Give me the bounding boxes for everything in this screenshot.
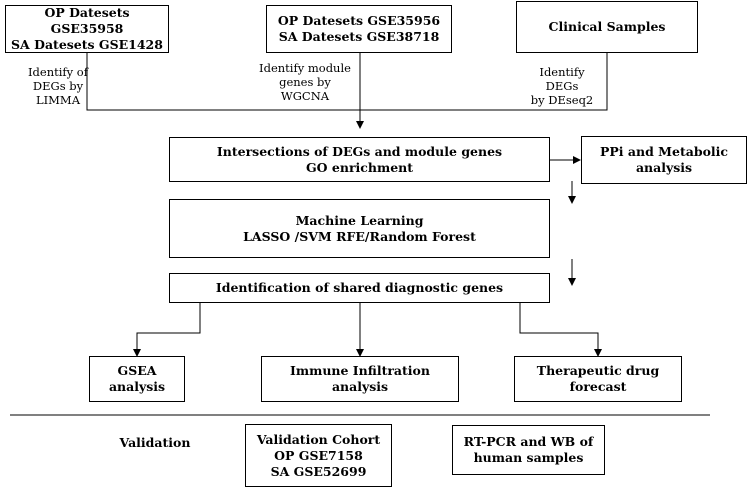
connector-to-drug xyxy=(519,303,602,357)
clinical-samples-box: Clinical Samples xyxy=(516,1,698,53)
connector-to-gsea xyxy=(133,303,201,357)
op-sa-datasets-box-2: OP Datesets GSE35956 SA Datesets GSE3871… xyxy=(266,5,452,53)
op-sa-datasets-box-1: OP Datesets GSE35958 SA Datesets GSE1428 xyxy=(5,5,169,53)
ppi-metabolic-box: PPi and Metabolic analysis xyxy=(581,136,747,184)
shared-genes-box: Identification of shared diagnostic gene… xyxy=(169,273,550,303)
therapeutic-drug-box: Therapeutic drug forecast xyxy=(514,356,682,402)
gsea-box: GSEA analysis xyxy=(89,356,185,402)
connector-top-right xyxy=(360,53,608,111)
validation-label: Validation xyxy=(119,435,191,450)
machine-learning-box: Machine Learning LASSO /SVM RFE/Random F… xyxy=(169,199,550,258)
immune-infiltration-box: Immune Infiltration analysis xyxy=(261,356,459,402)
rtpcr-wb-box: RT-PCR and WB of human samples xyxy=(452,425,605,475)
connector-top-left xyxy=(86,53,360,111)
validation-cohort-box: Validation Cohort OP GSE7158 SA GSE52699 xyxy=(245,424,392,487)
intersections-box: Intersections of DEGs and module genes G… xyxy=(169,137,550,182)
